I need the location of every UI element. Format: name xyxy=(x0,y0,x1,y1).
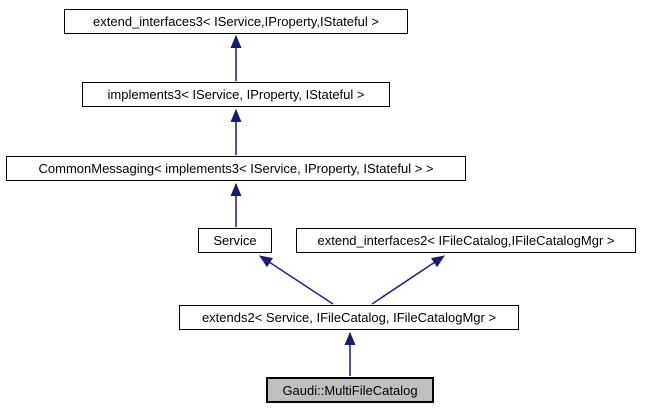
node-extends2[interactable]: extends2< Service, IFileCatalog, IFileCa… xyxy=(179,305,519,330)
node-implements3[interactable]: implements3< IService, IProperty, IState… xyxy=(82,82,390,107)
arrow-extends2-to-extend-interfaces2 xyxy=(371,255,445,305)
node-extend-interfaces3[interactable]: extend_interfaces3< IService,IProperty,I… xyxy=(64,9,408,34)
arrow-extends2-to-service xyxy=(259,255,334,305)
node-gaudi-multifilecatalog: Gaudi::MultiFileCatalog xyxy=(266,377,434,403)
node-service[interactable]: Service xyxy=(198,228,272,253)
node-commonmessaging[interactable]: CommonMessaging< implements3< IService, … xyxy=(6,156,466,181)
node-extend-interfaces2[interactable]: extend_interfaces2< IFileCatalog,IFileCa… xyxy=(296,228,636,253)
